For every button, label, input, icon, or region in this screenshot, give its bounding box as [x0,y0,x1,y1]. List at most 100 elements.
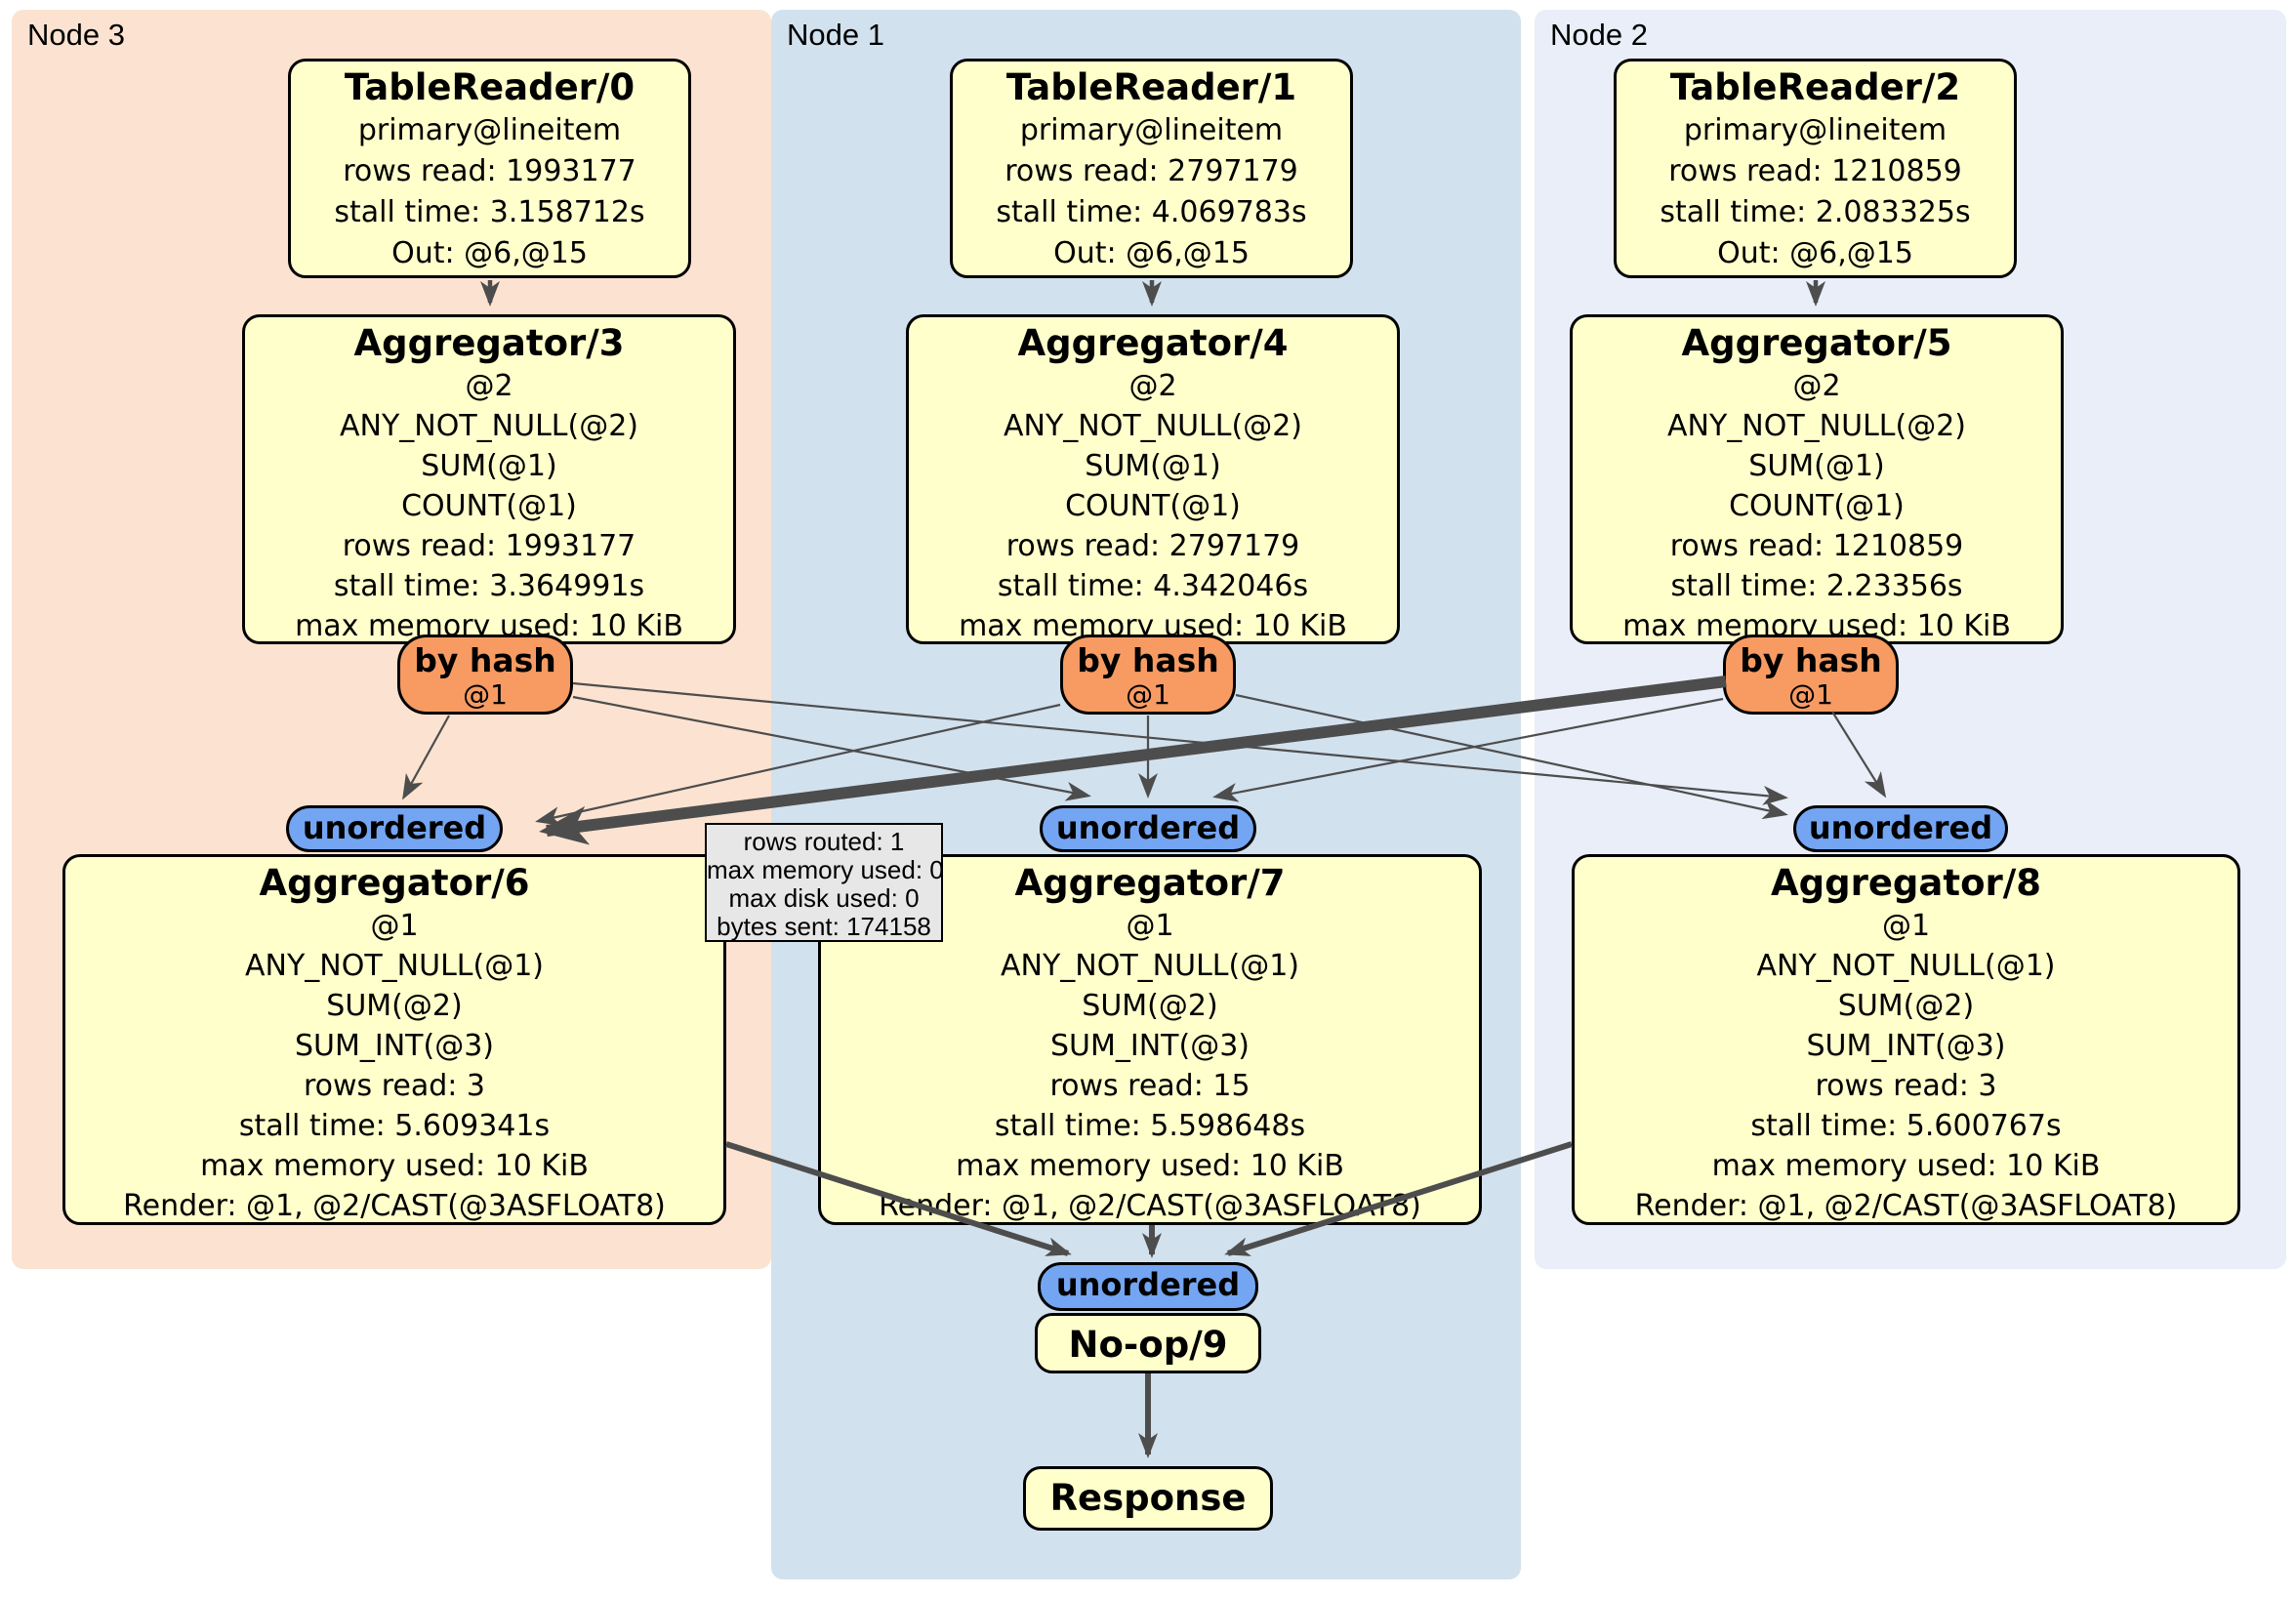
node-title: TableReader/2 [1669,66,1961,108]
text-line: SUM(@2) [1837,989,1975,1023]
sync-unordered-final[interactable]: unordered [1038,1262,1258,1311]
panel-node-3-label: Node 3 [27,18,125,52]
text-line: rows read: 2797179 [1005,529,1300,563]
text-line: ANY_NOT_NULL(@1) [1001,949,1299,983]
text-line: stall time: 4.342046s [997,569,1309,603]
text-line: rows read: 3 [303,1069,486,1103]
node-title: Aggregator/5 [1681,322,1952,364]
node-details: primary@lineitem rows read: 1210859 stall … [1617,110,2014,274]
text-line: rows read: 1210859 [1669,529,1964,563]
node-tablereader-2[interactable]: TableReader/2 primary@lineitem rows read:… [1614,59,2017,278]
text-line: COUNT(@1) [1065,489,1241,523]
panel-node-2-label: Node 2 [1550,18,1648,52]
text-line: primary@lineitem [357,113,622,147]
node-title: Aggregator/8 [1770,862,2041,904]
text-line: max memory used: 0 [707,855,944,884]
node-title: TableReader/1 [1005,66,1297,108]
text-line: stall time: 3.158712s [334,195,645,229]
text-line: rows read: 2797179 [1004,154,1298,188]
router-by-hash-node2[interactable]: by hash @1 [1723,635,1899,715]
text-line: primary@lineitem [1019,113,1284,147]
text-line: rows routed: 1 [743,827,905,856]
text-line: Out: @6,@15 [1717,236,1913,270]
text-line: ANY_NOT_NULL(@2) [1004,409,1302,443]
text-line: max memory used: 10 KiB [956,1149,1344,1183]
text-line: rows read: 1993177 [342,529,636,563]
router-columns: @1 [1788,678,1833,711]
text-line: SUM(@2) [1082,989,1218,1023]
text-line: SUM(@1) [421,449,557,483]
text-line: max memory used: 10 KiB [200,1149,589,1183]
text-line: stall time: 2.083325s [1660,195,1971,229]
router-by-hash-node3[interactable]: by hash @1 [397,635,573,715]
text-line: @1 [1881,909,1931,943]
text-line: max disk used: 0 [728,883,920,913]
text-line: primary@lineitem [1683,113,1948,147]
sync-label: unordered [1055,1266,1241,1303]
node-title: Aggregator/3 [353,322,625,364]
text-line: @2 [1128,369,1177,403]
text-line: Render: @1, @2/CAST(@3ASFLOAT8) [1634,1189,2178,1223]
text-line: bytes sent: 174158 [717,912,931,941]
node-title: Response [1049,1477,1247,1519]
text-line: rows read: 1210859 [1668,154,1962,188]
router-columns: @1 [463,678,508,711]
text-line: max memory used: 10 KiB [1711,1149,2101,1183]
panel-node-1-label: Node 1 [787,18,884,52]
text-line: stall time: 5.598648s [994,1109,1306,1143]
text-line: ANY_NOT_NULL(@1) [1756,949,2056,983]
node-noop-9[interactable]: No-op/9 [1035,1313,1261,1373]
text-line: SUM_INT(@3) [295,1029,494,1063]
router-label: by hash [414,641,556,679]
text-line: @2 [1792,369,1841,403]
text-line: SUM(@2) [326,989,463,1023]
router-label: by hash [1077,641,1219,679]
node-title: Aggregator/4 [1017,322,1289,364]
sync-unordered-node2[interactable]: unordered [1793,805,2008,852]
node-title: Aggregator/7 [1014,862,1286,904]
node-title: Aggregator/6 [259,862,530,904]
text-line: rows read: 3 [1815,1069,1997,1103]
text-line: stall time: 5.600767s [1750,1109,2062,1143]
text-line: @1 [1126,909,1174,943]
text-line: SUM(@1) [1748,449,1885,483]
router-columns: @1 [1126,678,1170,711]
node-response[interactable]: Response [1023,1466,1273,1531]
text-line: rows read: 1993177 [343,154,636,188]
sync-label: unordered [1808,809,1993,846]
text-line: stall time: 3.364991s [333,569,645,603]
node-details: primary@lineitem rows read: 1993177 stall … [291,110,688,274]
text-line: Out: @6,@15 [391,236,588,270]
text-line: Out: @6,@15 [1053,236,1250,270]
sync-unordered-node1[interactable]: unordered [1040,805,1256,852]
text-line: ANY_NOT_NULL(@2) [340,409,638,443]
router-label: by hash [1740,641,1882,679]
sync-unordered-node3[interactable]: unordered [286,805,503,852]
node-tablereader-0[interactable]: TableReader/0 primary@lineitem rows read:… [288,59,691,278]
text-line: Render: @1, @2/CAST(@3ASFLOAT8) [123,1189,666,1223]
text-line: Render: @1, @2/CAST(@3ASFLOAT8) [879,1189,1421,1223]
sync-label: unordered [302,809,487,846]
node-title: TableReader/0 [344,66,636,108]
text-line: @1 [370,909,419,943]
sync-label: unordered [1055,809,1241,846]
node-tablereader-1[interactable]: TableReader/1 primary@lineitem rows read:… [950,59,1353,278]
router-by-hash-node1[interactable]: by hash @1 [1060,635,1236,715]
text-line: COUNT(@1) [1729,489,1905,523]
text-line: stall time: 5.609341s [238,1109,551,1143]
text-line: stall time: 2.23356s [1670,569,1963,603]
